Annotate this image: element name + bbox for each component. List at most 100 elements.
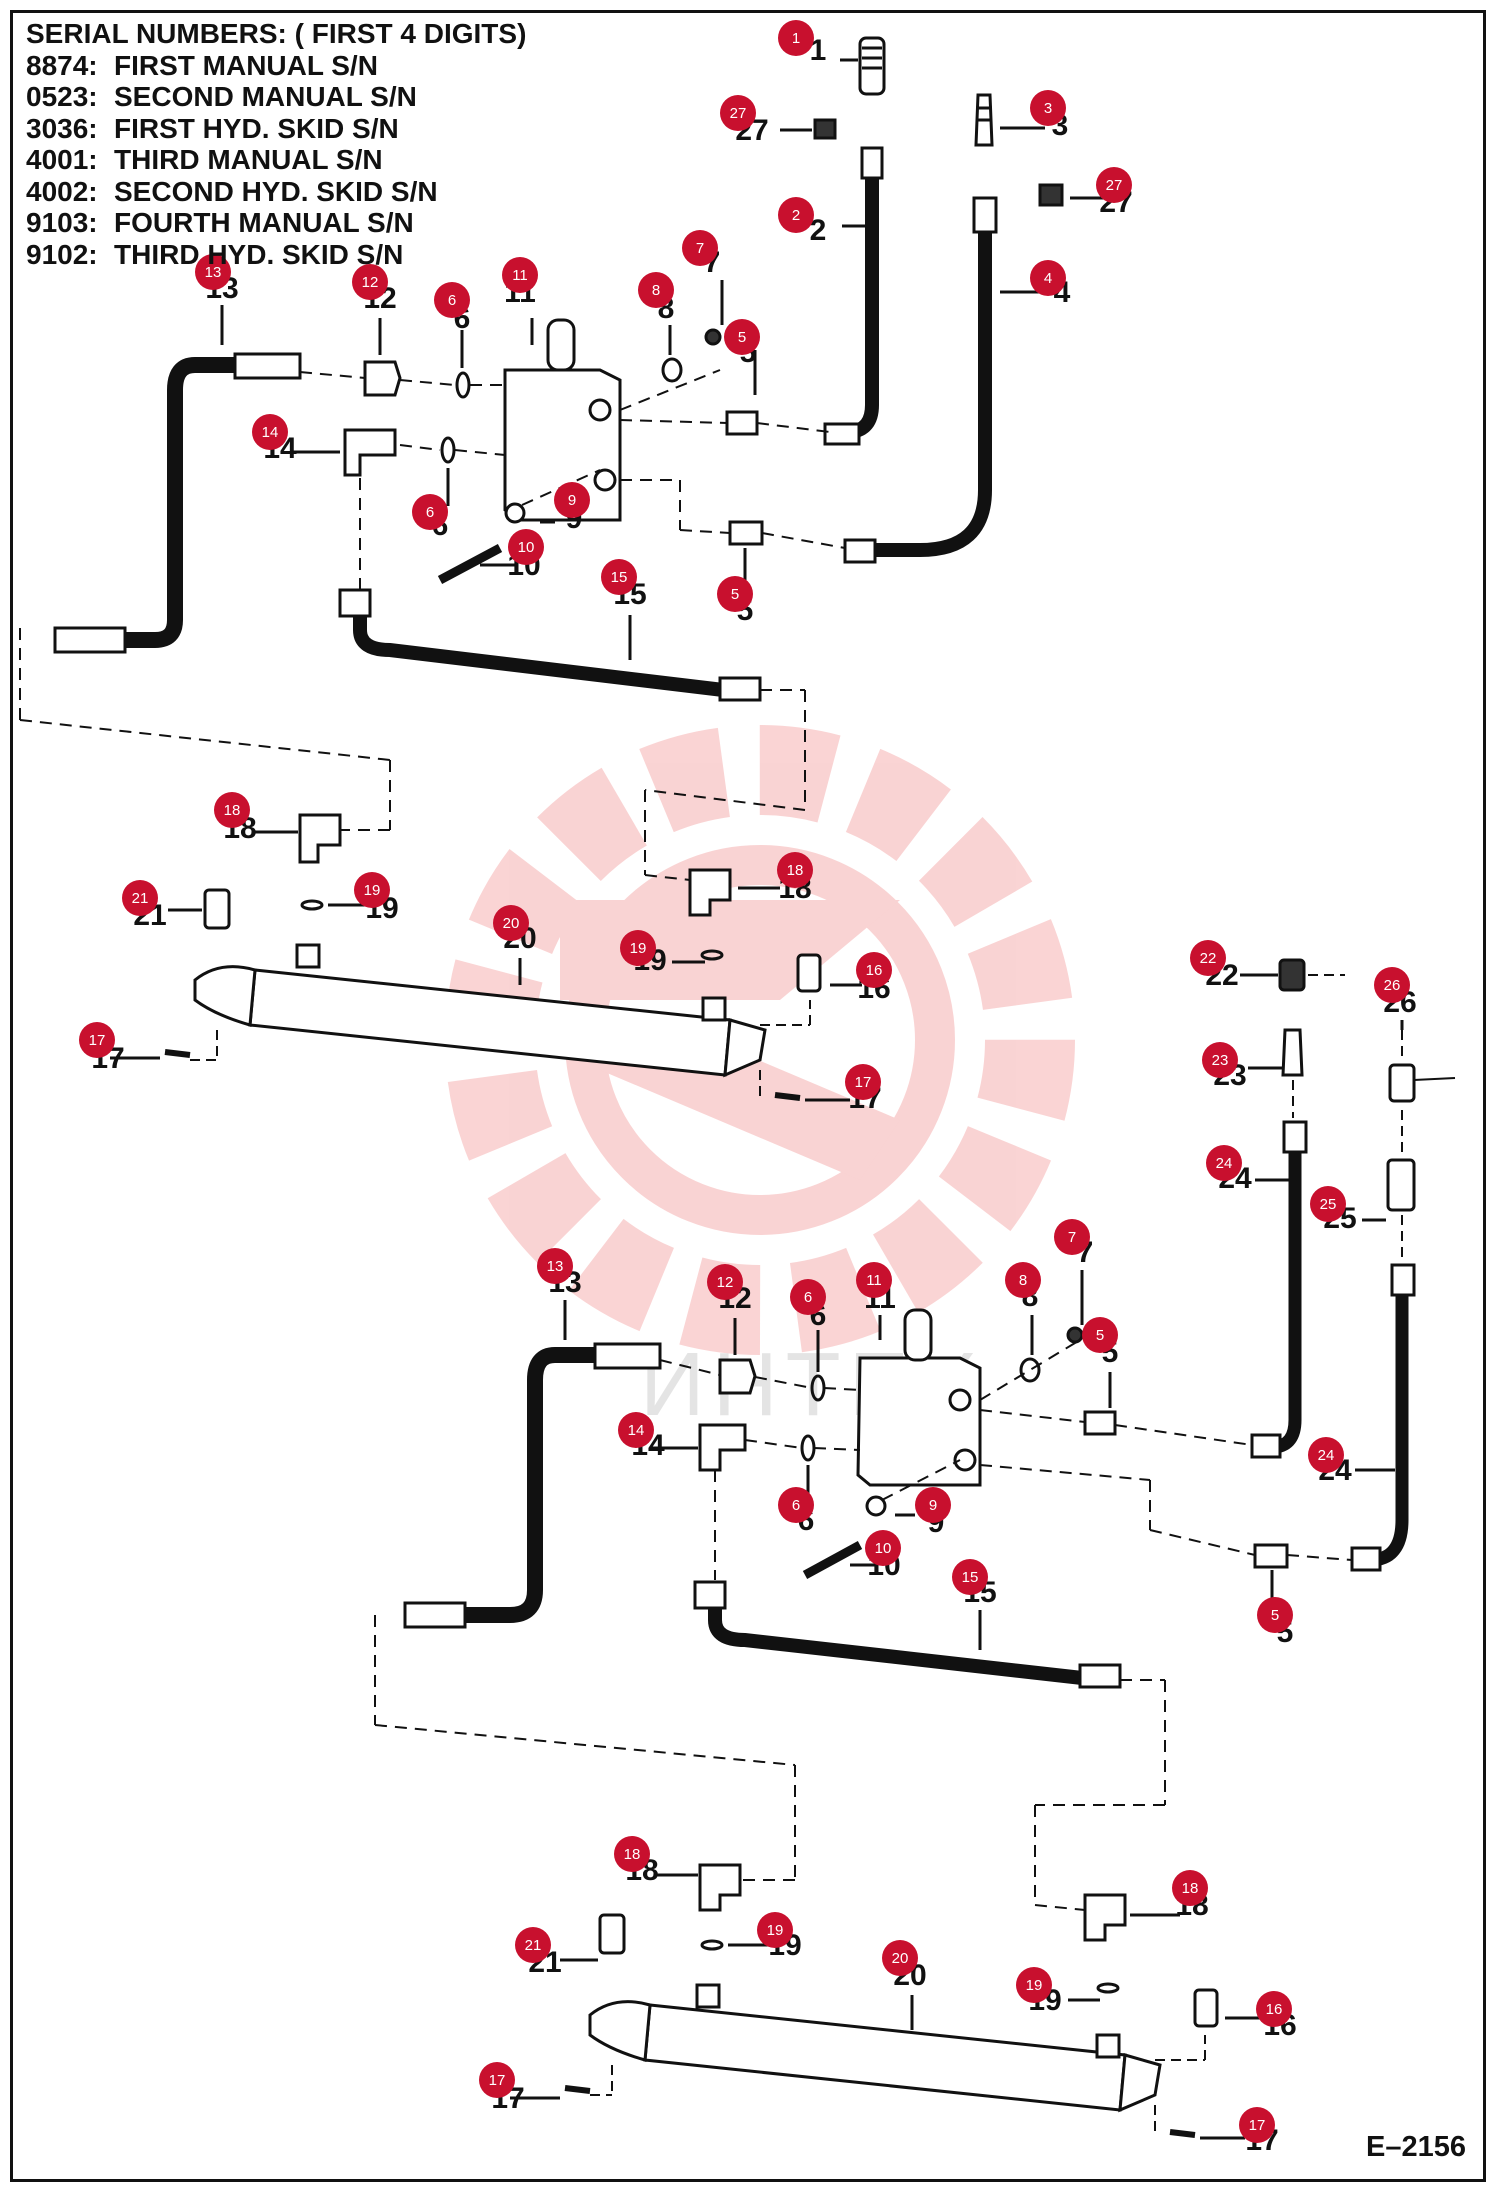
callout-number: 1	[792, 30, 800, 47]
callout-bubble[interactable]	[1190, 940, 1226, 976]
callout-bubble[interactable]	[1308, 1437, 1344, 1473]
part-ball-7-lower	[1066, 1326, 1084, 1344]
callout-bubble[interactable]	[434, 282, 470, 318]
callout-bubble[interactable]	[778, 197, 814, 233]
callout-bubble[interactable]	[1030, 260, 1066, 296]
callout-bubble[interactable]	[1054, 1219, 1090, 1255]
callout-number: 27	[1106, 177, 1123, 194]
callout-bubble[interactable]	[352, 264, 388, 300]
callout-bubble[interactable]	[790, 1279, 826, 1315]
serial-code: 9103:	[26, 207, 98, 238]
serial-desc: FIRST HYD. SKID S/N	[114, 112, 399, 144]
serial-code: 8874:	[26, 49, 98, 81]
part-elbow-18a	[298, 813, 342, 864]
callout-bubble[interactable]	[915, 1487, 951, 1523]
callout-bubble[interactable]	[882, 1940, 918, 1976]
callout-bubble[interactable]	[1030, 90, 1066, 126]
callout-bubble[interactable]	[508, 529, 544, 565]
part-pin-21	[203, 888, 231, 930]
part-hose-24a	[1260, 1130, 1302, 1454]
part-spring-pin-17a	[164, 1049, 191, 1058]
callout-number: 14	[628, 1422, 645, 1439]
callout-number: 16	[1266, 2001, 1283, 2018]
serial-code: 3036:	[26, 112, 98, 144]
figure-id: E–2156	[1366, 2131, 1466, 2163]
callout-bubble[interactable]	[865, 1530, 901, 1566]
callout-bubble[interactable]	[620, 930, 656, 966]
callout-bubble[interactable]	[502, 257, 538, 293]
callout-bubble[interactable]	[537, 1248, 573, 1284]
callout-number: 8	[1019, 1272, 1027, 1289]
callout-bubble[interactable]	[214, 792, 250, 828]
callout-number: 25	[1320, 1196, 1337, 1213]
serial-row: 9103:FOURTH MANUAL S/N	[26, 207, 526, 239]
callout-bubble[interactable]	[79, 1022, 115, 1058]
callout-number: 16	[866, 962, 883, 979]
part-oring-19c	[700, 1939, 724, 1951]
part-bolt-10	[437, 544, 503, 584]
callout-bubble[interactable]	[777, 852, 813, 888]
callout-bubble[interactable]	[724, 319, 760, 355]
callout-bubble[interactable]	[614, 1836, 650, 1872]
part-elbow-14	[343, 428, 397, 477]
callout-number: 20	[503, 915, 520, 932]
serial-desc: FIRST MANUAL S/N	[114, 49, 378, 81]
callout-bubble[interactable]	[601, 559, 637, 595]
callout-bubble[interactable]	[952, 1559, 988, 1595]
callout-bubble[interactable]	[195, 254, 231, 290]
part-ball-7	[704, 328, 722, 346]
callout-bubble[interactable]	[554, 482, 590, 518]
part-pin-21-lower	[598, 1913, 626, 1955]
serial-numbers-title: SERIAL NUMBERS: ( FIRST 4 DIGITS)	[26, 18, 527, 49]
callout-bubble[interactable]	[515, 1927, 551, 1963]
callout-bubble[interactable]	[1172, 1870, 1208, 1906]
callout-bubble[interactable]	[1310, 1186, 1346, 1222]
callout-bubble[interactable]	[354, 872, 390, 908]
callout-bubble[interactable]	[1374, 967, 1410, 1003]
callout-bubble[interactable]	[252, 414, 288, 450]
serial-numbers-legend: SERIAL NUMBERS: ( FIRST 4 DIGITS) 8874: F…	[26, 18, 526, 270]
callout-bubble[interactable]	[412, 494, 448, 530]
callout-bubble[interactable]	[479, 2062, 515, 2098]
callout-bubble[interactable]	[856, 952, 892, 988]
callout-bubble[interactable]	[493, 905, 529, 941]
callout-bubble[interactable]	[682, 230, 718, 266]
callout-bubble[interactable]	[1096, 167, 1132, 203]
callout-number: 2	[792, 207, 800, 224]
callout-bubble[interactable]	[1257, 1597, 1293, 1633]
lower-assembly	[374, 1308, 1353, 2138]
serial-desc: SECOND HYD. SKID S/N	[114, 175, 438, 207]
callout-number: 9	[929, 1497, 937, 1514]
callout-bubble[interactable]	[618, 1412, 654, 1448]
serial-code: 4001:	[26, 144, 98, 175]
callout-bubble[interactable]	[1239, 2107, 1275, 2143]
callout-bubble[interactable]	[1005, 1262, 1041, 1298]
part-washer-9-lower	[865, 1495, 887, 1517]
callout-bubble[interactable]	[720, 95, 756, 131]
callout-bubble[interactable]	[1256, 1991, 1292, 2027]
callout-number: 17	[855, 1074, 872, 1091]
callout-bubble[interactable]	[845, 1064, 881, 1100]
callout-bubble[interactable]	[778, 1487, 814, 1523]
part-plug-27a	[813, 118, 837, 140]
callout-number: 6	[448, 292, 456, 309]
callout-bubble[interactable]	[717, 576, 753, 612]
callout-bubble[interactable]	[638, 272, 674, 308]
callout-bubble[interactable]	[122, 880, 158, 916]
callout-bubble[interactable]	[778, 20, 814, 56]
callout-bubble[interactable]	[757, 1912, 793, 1948]
part-fitting-5a	[725, 410, 759, 436]
part-washer-8-lower	[1019, 1357, 1041, 1383]
callout-number: 19	[364, 882, 381, 899]
callout-number: 21	[525, 1937, 542, 1954]
callout-bubble[interactable]	[707, 1264, 743, 1300]
callout-bubble[interactable]	[1016, 1967, 1052, 2003]
callout-bubble[interactable]	[1202, 1042, 1238, 1078]
callout-bubble[interactable]	[1082, 1317, 1118, 1353]
callout-bubble[interactable]	[856, 1262, 892, 1298]
part-cap-26	[1388, 1063, 1416, 1103]
callout-bubble[interactable]	[1206, 1145, 1242, 1181]
part-tube-13-lower	[430, 1347, 600, 1623]
serial-row: 0523:SECOND MANUAL S/N	[26, 81, 526, 113]
